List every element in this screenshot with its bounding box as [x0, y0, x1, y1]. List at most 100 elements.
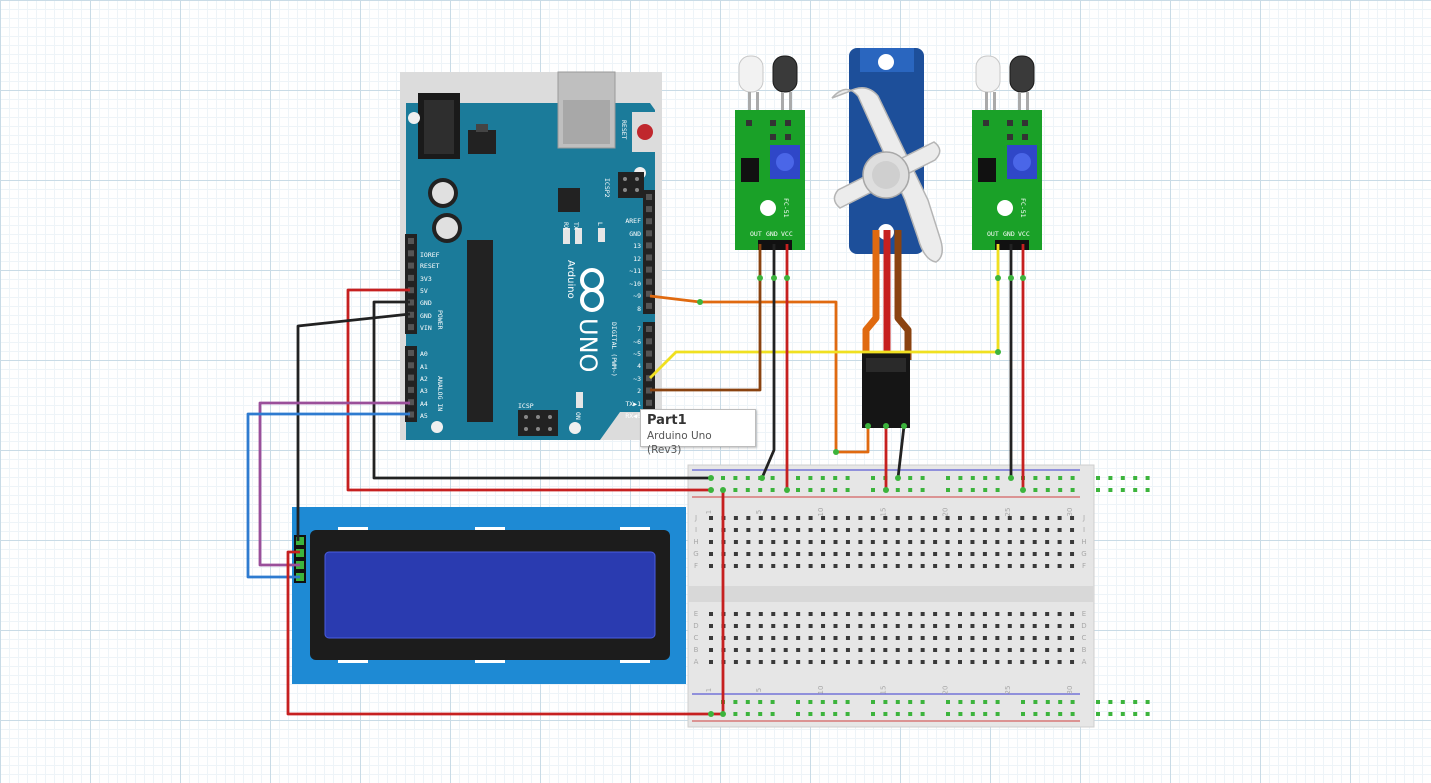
- breadboard-hole: [945, 636, 950, 640]
- breadboard-hole: [920, 660, 925, 664]
- lcd-module[interactable]: [292, 507, 686, 684]
- breadboard-hole: [883, 528, 888, 532]
- breadboard-column-number: 1: [705, 510, 713, 514]
- svg-text:TX▶1: TX▶1: [625, 400, 641, 408]
- breadboard-hole: [958, 700, 963, 704]
- breadboard-column-number: 25: [1004, 508, 1012, 517]
- breadboard-hole: [958, 476, 963, 480]
- reset-label: RESET: [620, 120, 628, 140]
- ir-sensor-right[interactable]: FC-51 OUT GND VCC: [972, 55, 1042, 250]
- breadboard-hole: [745, 488, 750, 492]
- header-pin: [646, 242, 652, 249]
- breadboard-hole: [808, 516, 813, 520]
- breadboard-hole: [845, 660, 850, 664]
- breadboard-hole: [1120, 700, 1125, 704]
- breadboard-row-letter: E: [1082, 610, 1086, 618]
- breadboard-hole: [845, 612, 850, 616]
- breadboard-hole: [1057, 516, 1062, 520]
- breadboard-row-letter: I: [695, 526, 697, 534]
- breadboard-hole: [858, 540, 863, 544]
- svg-text:A2: A2: [420, 375, 428, 383]
- breadboard-hole: [1032, 612, 1037, 616]
- breadboard-hole: [796, 712, 800, 716]
- breadboard-hole: [1057, 540, 1062, 544]
- breadboard-hole: [870, 624, 875, 628]
- breadboard-hole: [821, 660, 826, 664]
- servo-motor[interactable]: [831, 48, 943, 263]
- breadboard-hole: [796, 700, 800, 704]
- breadboard-hole: [970, 540, 975, 544]
- breadboard-hole: [908, 648, 913, 652]
- breadboard-hole: [746, 540, 751, 544]
- arduino-uno-board[interactable]: RESET Arduino UNO ICSP2 ICSP ON TX RX L …: [400, 71, 662, 440]
- breadboard-hole: [808, 612, 813, 616]
- header-pin: [646, 278, 652, 285]
- breadboard-hole: [870, 660, 875, 664]
- breadboard-hole: [920, 612, 925, 616]
- breadboard-hole: [770, 488, 775, 492]
- breadboard-hole: [1057, 636, 1062, 640]
- breadboard-row-letter: G: [693, 550, 698, 558]
- breadboard-hole: [783, 624, 788, 628]
- wire-left-gnd: [760, 244, 776, 479]
- breadboard-hole: [1045, 540, 1050, 544]
- breadboard-hole: [733, 528, 738, 532]
- svg-text:~5: ~5: [633, 350, 641, 358]
- breadboard-hole: [858, 516, 863, 520]
- breadboard-hole: [1133, 476, 1138, 480]
- svg-text:A5: A5: [420, 412, 428, 420]
- ir-sensor-left[interactable]: FC-51 OUT GND VCC: [735, 55, 805, 250]
- wire-left-out: [650, 244, 762, 392]
- header-pin: [646, 362, 652, 369]
- svg-text:5V: 5V: [420, 287, 428, 295]
- breadboard-hole: [709, 624, 713, 628]
- breadboard-hole: [870, 552, 875, 556]
- breadboard-hole: [982, 540, 987, 544]
- breadboard-hole: [1032, 660, 1037, 664]
- breadboard-hole: [845, 712, 850, 716]
- breadboard-hole: [958, 648, 962, 652]
- breadboard-hole: [758, 564, 763, 568]
- svg-text:A4: A4: [420, 400, 428, 408]
- breadboard-hole: [908, 488, 913, 492]
- breadboard-hole: [821, 540, 826, 544]
- breadboard-hole: [845, 648, 850, 652]
- breadboard-hole: [1032, 636, 1037, 640]
- breadboard-hole: [870, 516, 875, 520]
- breadboard-column-number: 5: [755, 510, 763, 514]
- header-pin: [408, 250, 414, 257]
- digital-label: DIGITAL (PWM~): [610, 322, 618, 377]
- breadboard-hole: [733, 700, 738, 704]
- breadboard-hole: [808, 648, 813, 652]
- breadboard-row-letter: C: [1082, 634, 1087, 642]
- breadboard-hole: [945, 528, 950, 532]
- breadboard-hole: [845, 552, 850, 556]
- svg-text:RESET: RESET: [420, 262, 440, 270]
- breadboard-hole: [709, 612, 713, 616]
- wire-right-out: [649, 244, 1000, 379]
- breadboard-hole: [733, 552, 738, 556]
- breadboard-hole: [1070, 648, 1075, 652]
- digital-header-bottom: [643, 322, 655, 422]
- breadboard-hole: [908, 700, 913, 704]
- breadboard-hole: [920, 540, 925, 544]
- breadboard-hole: [733, 648, 738, 652]
- breadboard-hole: [933, 540, 938, 544]
- header-pin: [646, 375, 652, 382]
- breadboard-row-letter: D: [693, 622, 698, 630]
- on-label: ON: [574, 412, 582, 420]
- breadboard-hole: [908, 476, 913, 480]
- breadboard-hole: [1070, 516, 1075, 520]
- breadboard-hole: [933, 648, 938, 652]
- breadboard-hole: [796, 476, 800, 480]
- breadboard-hole: [833, 564, 838, 568]
- breadboard-hole: [908, 612, 913, 616]
- breadboard-hole: [920, 516, 925, 520]
- breadboard-hole: [1133, 712, 1138, 716]
- breadboard-hole: [995, 660, 1000, 664]
- breadboard-hole: [995, 700, 1000, 704]
- breadboard-hole: [845, 624, 850, 628]
- header-pin: [408, 386, 414, 393]
- breadboard-row-letter: A: [694, 658, 699, 666]
